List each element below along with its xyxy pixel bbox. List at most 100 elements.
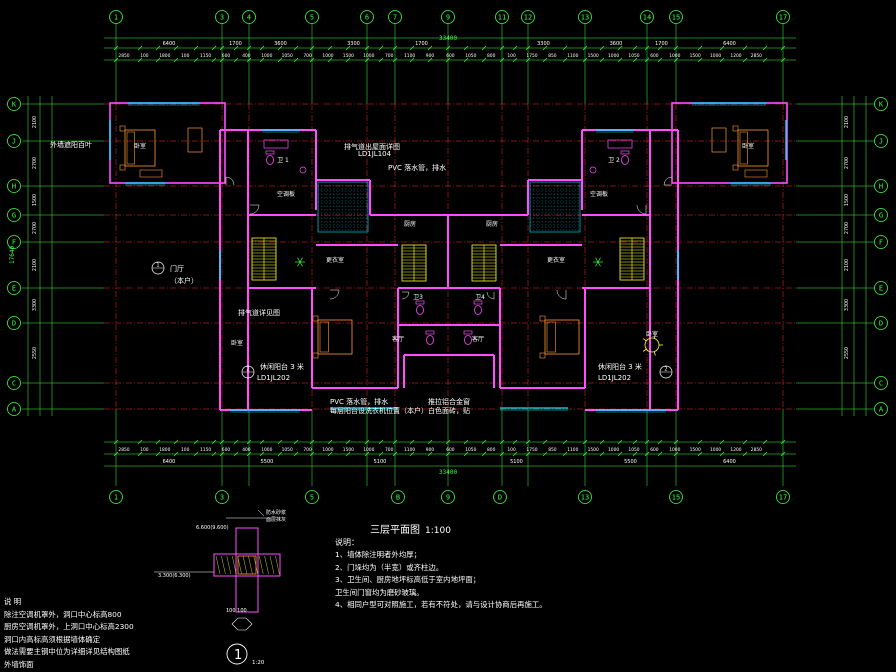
row-bubble: [874, 134, 888, 148]
bed: [124, 129, 156, 167]
plant: [597, 261, 601, 267]
dimension-value: 850: [548, 447, 557, 453]
dimension-value: 700: [385, 53, 394, 59]
column-bubble-label: 3: [220, 494, 224, 502]
dimension-tick: [780, 45, 786, 51]
dimension-tick: [233, 57, 239, 63]
pvc-note-1: PVC 落水管，排水: [388, 164, 447, 172]
row-bubble-label: A: [879, 406, 884, 414]
dimension-value: 1500: [32, 194, 38, 206]
room-label: 卧室: [742, 142, 754, 150]
dimension-tick: [427, 45, 433, 51]
dimension-tick: [742, 45, 748, 51]
dimension-value: 1000: [710, 447, 721, 453]
nightstand: [119, 164, 126, 171]
dimension-tick: [427, 451, 433, 457]
dimension-tick: [155, 439, 161, 445]
dimension-value: 2100: [844, 259, 850, 271]
dimension-tick: [392, 45, 398, 51]
dimension-value: 1050: [282, 53, 293, 59]
column-bubble: [493, 490, 507, 504]
dimension-tick: [309, 451, 315, 457]
dimension-tick: [657, 57, 663, 63]
dimension-tick: [697, 439, 703, 445]
dimension-tick: [378, 451, 384, 457]
room-label: 卧室: [231, 339, 243, 347]
dimension-tick: [499, 45, 505, 51]
dimension-tick: [542, 439, 548, 445]
detail-dimension: 100 100: [226, 608, 247, 614]
detail-beam: [213, 553, 281, 577]
column-bubble: [495, 10, 509, 24]
row-bubble-label: E: [879, 285, 883, 293]
dimension-value: 1200: [730, 53, 741, 59]
dimension-tick: [173, 45, 179, 51]
sink: [589, 166, 597, 174]
row-bubble-label: E: [12, 285, 16, 293]
dimension-tick: [293, 439, 299, 445]
row-bubble: [874, 402, 888, 416]
wardrobe: [139, 169, 163, 178]
dimension-tick: [780, 57, 786, 63]
dimension-tick: [364, 57, 370, 63]
ld-code-2: LD1JL202: [257, 374, 291, 382]
room-label: 更衣室: [547, 256, 565, 264]
row-bubble: [874, 316, 888, 330]
detail-hatch: [275, 555, 280, 575]
dimension-value: 600: [446, 447, 455, 453]
dimension-tick: [277, 451, 283, 457]
detail-hatch: [242, 555, 248, 575]
dimension-value: 1000: [322, 447, 333, 453]
dimension-tick: [137, 439, 143, 445]
left-note-item: 洞口内高标高须根据墙体确定: [4, 634, 101, 644]
patio-chair: [642, 348, 647, 352]
desk: [187, 127, 203, 153]
dimension-value: 1500: [844, 194, 850, 206]
column-bubble: [391, 490, 405, 504]
dimension-tick: [697, 45, 703, 51]
dimension-tick: [113, 57, 119, 63]
pillow: [739, 131, 748, 165]
dimension-value: 5100: [510, 459, 523, 465]
detail-leader: [257, 509, 265, 517]
window-note-2: 白色面砖，贴: [428, 407, 470, 415]
room-label: 空调板: [590, 190, 608, 198]
dimension-tick: [211, 451, 217, 457]
room-label: 客厅: [472, 335, 484, 343]
dimension-tick: [632, 57, 638, 63]
dimension-tick: [137, 45, 143, 51]
dimension-value: 1500: [588, 447, 599, 453]
dimension-tick: [259, 57, 265, 63]
pillow: [319, 321, 329, 353]
dimension-value: 700: [303, 447, 312, 453]
dimension-tick: [364, 45, 370, 51]
dimension-value: 400: [242, 53, 251, 59]
column-bubble: [521, 10, 535, 24]
wardrobe: [744, 169, 768, 178]
dimension-value: 2100: [32, 259, 38, 271]
toilet-tank: [415, 300, 425, 305]
dimension-tick: [219, 57, 225, 63]
row-bubble-label: H: [12, 183, 16, 191]
dimension-tick: [293, 57, 299, 63]
room-label: 卧室: [646, 330, 658, 338]
detail-hatch: [259, 555, 264, 575]
dimension-tick: [211, 57, 217, 63]
row-bubble-label: K: [12, 101, 17, 109]
dimension-tick: [364, 451, 370, 457]
note-item: 1、墙体除注明者外均厚；: [335, 550, 422, 559]
pillow: [546, 321, 556, 353]
dimension-value: 1500: [343, 447, 354, 453]
dimension-value: 3300: [844, 299, 850, 311]
dimension-tick: [542, 45, 548, 51]
dimension-tick: [378, 439, 384, 445]
left-note-item: 除注空调机罩外，洞口中心标高800: [4, 609, 122, 619]
toilet-tank: [463, 330, 473, 335]
dimension-tick: [293, 45, 299, 51]
dimension-tick: [481, 45, 487, 51]
dimension-value: 3600: [274, 41, 287, 47]
column-bubble: [669, 490, 683, 504]
desk: [711, 127, 727, 153]
column-bubble: [215, 10, 229, 24]
dimension-tick: [481, 439, 487, 445]
